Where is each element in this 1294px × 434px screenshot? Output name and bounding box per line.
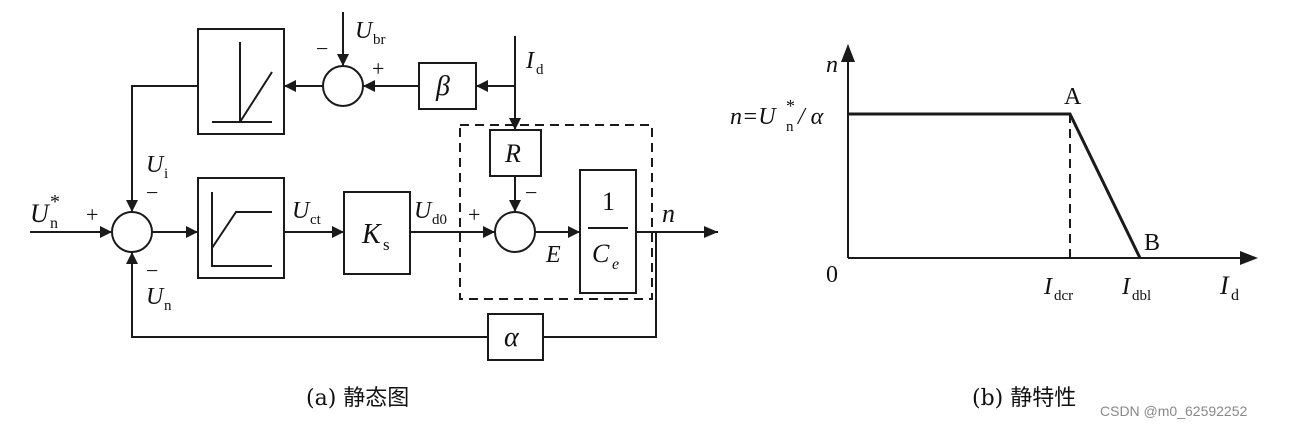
origin-label: 0 bbox=[826, 262, 838, 288]
alpha-block bbox=[487, 313, 544, 361]
caption-a: (a) 静态图 bbox=[306, 386, 410, 411]
plus-sign-motor: + bbox=[468, 202, 480, 227]
plus-sign-beta: + bbox=[372, 56, 384, 81]
idcr-label: I bbox=[1043, 274, 1053, 300]
block-diagram: K s 1 C e α R bbox=[30, 12, 718, 361]
x-axis-label: I bbox=[1219, 271, 1230, 300]
level-label: n=U bbox=[730, 104, 777, 130]
r-block bbox=[489, 129, 542, 177]
y-axis-arrow bbox=[841, 44, 855, 62]
y-axis-label: n bbox=[826, 52, 838, 78]
x-axis-sub: d bbox=[1231, 287, 1239, 304]
level-label-sup: * bbox=[786, 96, 795, 116]
ui-label: U bbox=[146, 152, 165, 178]
point-b-label: B bbox=[1144, 230, 1160, 256]
ce-denominator: C bbox=[592, 239, 610, 268]
caption-b: (b) 静特性 bbox=[972, 386, 1077, 411]
uct-label: U bbox=[292, 198, 311, 224]
ks-subscript: s bbox=[383, 235, 390, 254]
minus-sign-motor: − bbox=[525, 180, 537, 205]
speed-regulator-block bbox=[197, 177, 285, 279]
summing-junction-current bbox=[322, 65, 364, 107]
minus-sign-ubr: − bbox=[316, 36, 328, 61]
level-label-sub: n bbox=[786, 119, 794, 135]
ubr-label: U bbox=[355, 18, 374, 44]
alpha-label: α bbox=[504, 322, 520, 353]
idbl-sub: dbl bbox=[1132, 288, 1151, 304]
summing-junction-input bbox=[111, 211, 153, 253]
minus-sign-un: − bbox=[146, 258, 158, 283]
point-a-label: A bbox=[1064, 84, 1082, 110]
level-label-tail: / α bbox=[796, 104, 824, 130]
ce-denominator-sub: e bbox=[612, 256, 619, 273]
x-axis-arrow bbox=[1240, 251, 1258, 265]
static-characteristic: n 0 n=U n * / α A B I dcr I dbl I d bbox=[730, 44, 1258, 304]
summing-junction-motor bbox=[494, 211, 536, 253]
e-label: E bbox=[545, 242, 561, 268]
characteristic-curve bbox=[848, 112, 1142, 259]
ks-block bbox=[343, 191, 411, 275]
watermark: CSDN @m0_62592252 bbox=[1100, 403, 1248, 419]
plus-sign-input: + bbox=[86, 202, 98, 227]
n-output-label: n bbox=[662, 199, 675, 228]
ce-numerator: 1 bbox=[602, 187, 615, 216]
ud0-sub: d0 bbox=[432, 212, 447, 228]
motor-boundary bbox=[459, 124, 653, 300]
ubr-sub: br bbox=[373, 32, 386, 48]
id-sub: d bbox=[536, 62, 544, 78]
beta-block bbox=[418, 62, 477, 110]
uct-sub: ct bbox=[310, 212, 322, 228]
r-label: R bbox=[504, 139, 521, 168]
un-star-label: U bbox=[30, 199, 51, 228]
un-star-sup: * bbox=[50, 191, 60, 213]
un-sub: n bbox=[164, 298, 172, 314]
id-label: I bbox=[525, 48, 535, 74]
idbl-label: I bbox=[1121, 274, 1131, 300]
idcr-sub: dcr bbox=[1054, 288, 1073, 304]
un-label: U bbox=[146, 284, 165, 310]
beta-label: β bbox=[435, 71, 450, 102]
ui-sub: i bbox=[164, 166, 168, 182]
ud0-label: U bbox=[414, 198, 433, 224]
un-star-sub: n bbox=[50, 215, 58, 232]
minus-sign-ui: − bbox=[146, 180, 158, 205]
ks-label: K bbox=[361, 219, 382, 250]
